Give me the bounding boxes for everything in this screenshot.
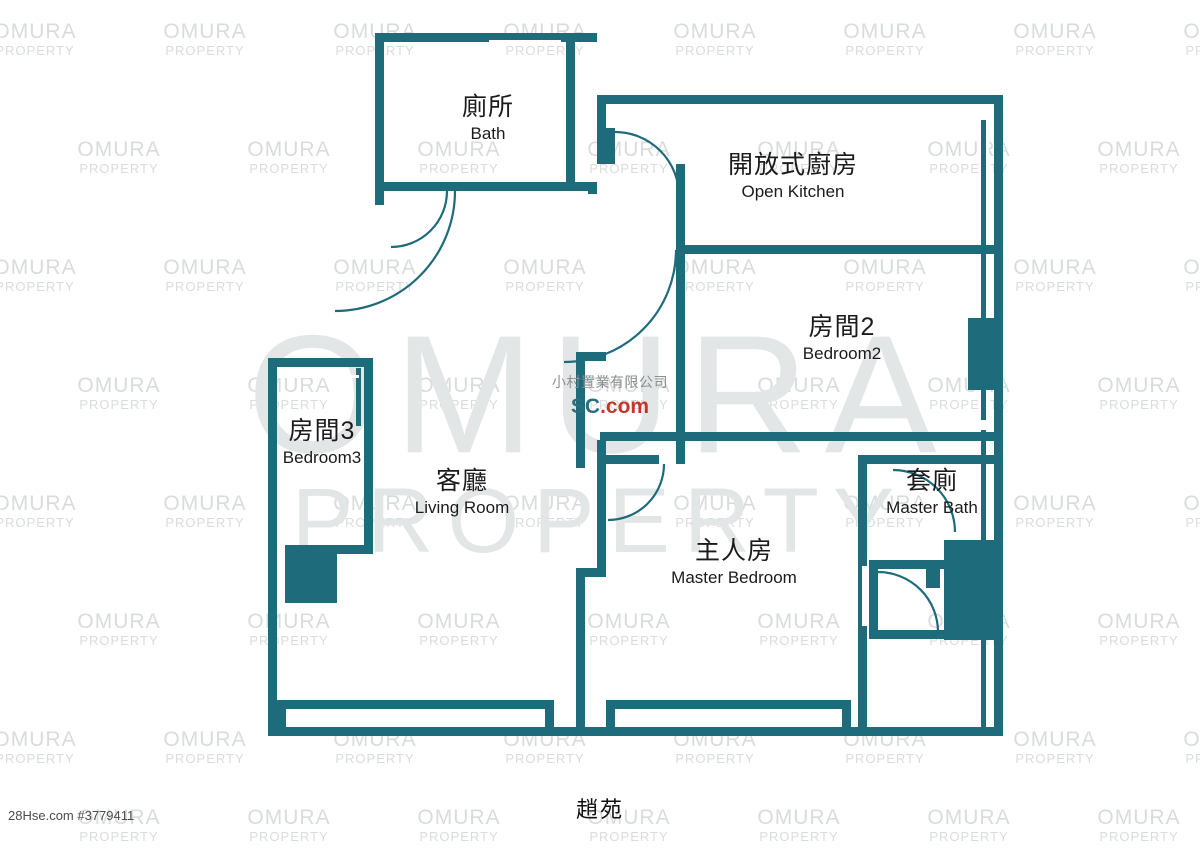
- listing-reference: 28Hse.com #3779411: [8, 808, 135, 823]
- plan-title: 趙苑: [575, 797, 624, 822]
